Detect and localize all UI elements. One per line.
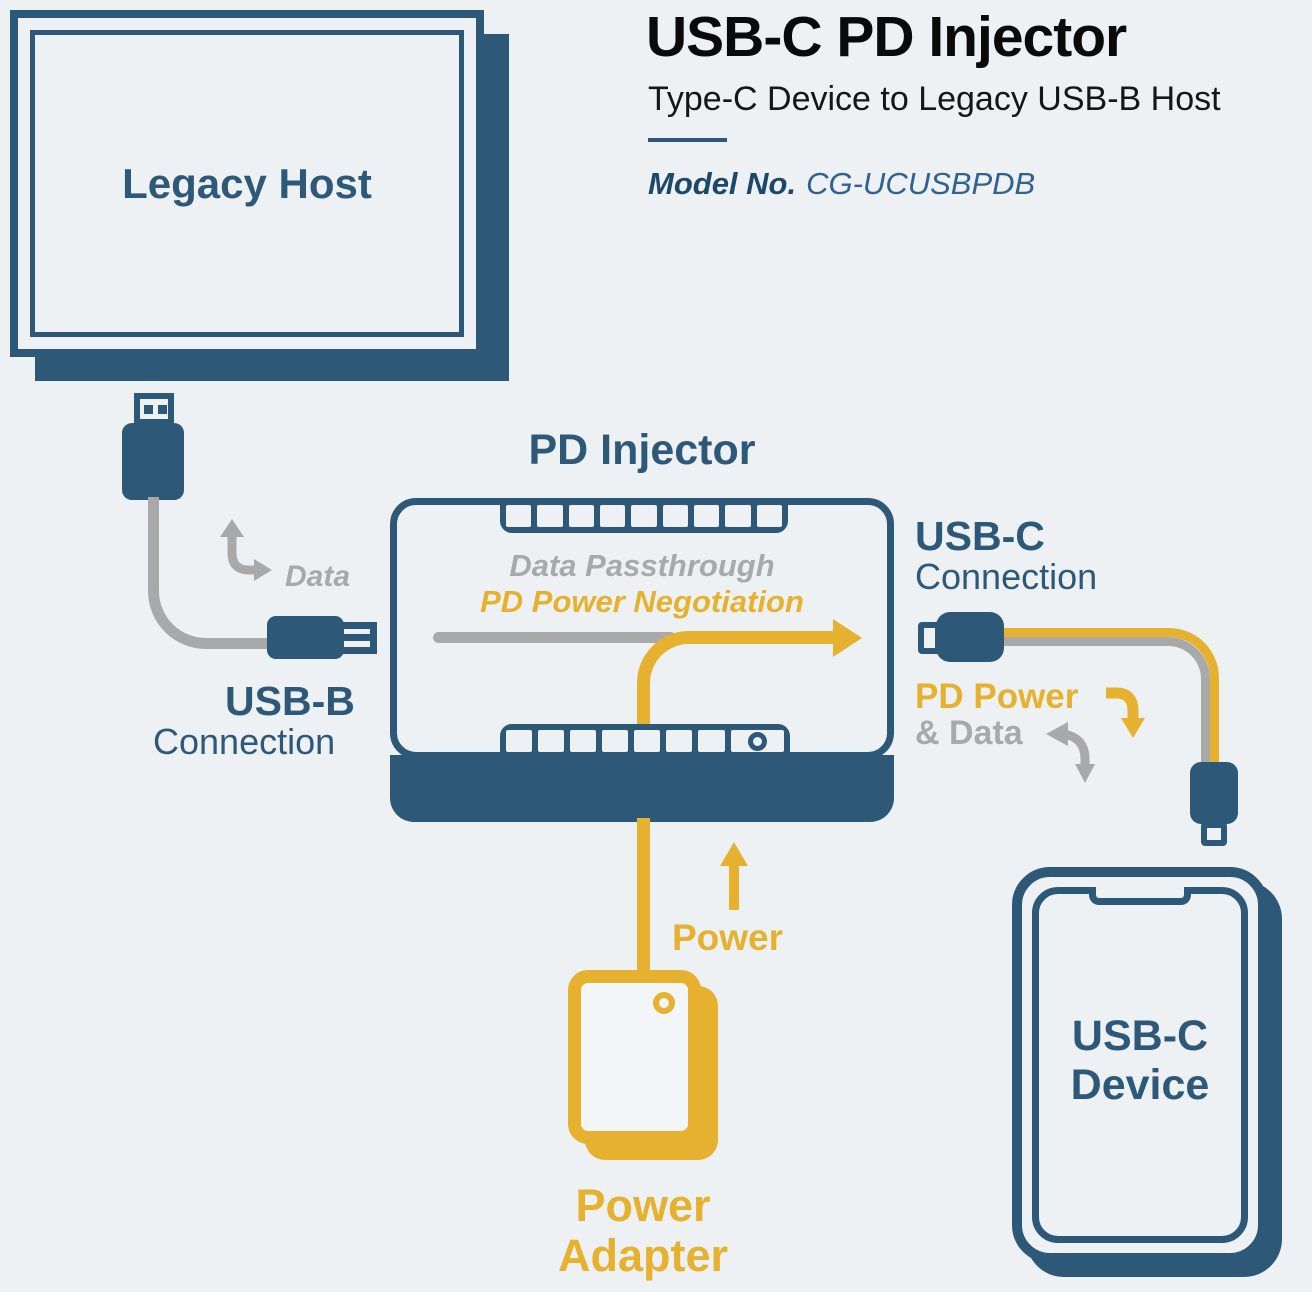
data-bidirectional-arrow-icon [220,519,272,581]
legacy-host-label: Legacy Host [122,159,372,207]
port-cell [693,505,720,527]
usb-b-plug-icon [267,616,344,659]
data-label: Data [285,560,351,593]
pd-injector-base [390,755,894,822]
power-adapter-label: Power Adapter [500,1181,786,1281]
header-divider [648,138,727,142]
model-number-line: Model No. CG-UCUSBPDB [648,166,1035,202]
port-cell-wide [730,730,784,752]
power-up-arrowhead [720,842,748,866]
pd-power-negotiation-label: PD Power Negotiation [480,584,804,619]
power-cable [637,818,650,973]
usb-b-pin-cap [370,622,377,654]
power-label: Power [672,917,784,958]
port-cell [634,730,661,752]
port-cell [538,730,565,752]
usb-c-connection-title: USB-C [915,513,1045,559]
usb-b-connection-title: USB-B [225,678,355,724]
data-passthrough-label: Data Passthrough [509,548,775,583]
usb-b-pin [341,622,372,629]
top-port-strip [500,498,788,533]
phone-notch [1089,887,1191,905]
usb-b-connection-subtitle: Connection [153,721,336,762]
usb-c-device-label-line1: USB-C [1071,1012,1209,1060]
monitor-icon: Legacy Host [10,10,484,357]
data-passthrough-line [433,632,676,643]
usb-b-plug-pins [341,622,377,654]
bottom-port-strip [500,724,790,758]
page-title: USB-C PD Injector [646,5,1127,69]
usb-c-cable-data-strand [1003,637,1210,764]
usb-b-cable [148,497,278,649]
port-cell [602,730,629,752]
power-adapter-icon [568,970,701,1144]
usb-c-plug-body [936,612,1004,662]
port-cell [537,505,563,527]
power-down-arrow-icon [1106,687,1145,738]
data-bidirectional-arrow-icon [1046,722,1095,783]
model-number-label: Model No. [648,166,797,201]
usb-c-plug-tip [1201,822,1227,846]
usb-c-device-label-line2: Device [1070,1061,1210,1109]
and-data-label: & Data [915,714,1023,752]
pd-power-label: PD Power [915,677,1079,716]
monitor-screen: Legacy Host [30,30,464,337]
port-cell [666,730,693,752]
adapter-indicator-hole [653,992,675,1014]
page-subtitle: Type-C Device to Legacy USB-B Host [648,80,1221,118]
port-cell [570,730,597,752]
port-cell [631,505,657,527]
usb-c-plug-icon [1190,762,1238,824]
phone-screen [1032,887,1248,1243]
power-up-arrow-icon [729,862,739,910]
power-adapter-label-line2: Adapter [557,1230,729,1281]
port-cell [756,505,782,527]
port-cell [568,505,594,527]
screw-hole-icon [747,731,767,751]
phone-icon [1012,867,1268,1263]
port-cell [506,730,533,752]
power-negotiation-arrow [637,631,836,725]
usb-c-device-label: USB-C Device [1012,1012,1268,1110]
usb-c-cable-power-strand [1003,628,1219,764]
port-cell [662,505,688,527]
power-adapter-label-line1: Power [575,1180,711,1231]
model-number-value: CG-UCUSBPDB [806,166,1036,201]
usb-b-pin [341,647,372,654]
usb-b-pin [341,634,372,641]
pd-injector-title: PD Injector [528,426,756,474]
power-negotiation-arrowhead [833,619,862,657]
usb-a-plug-icon [134,393,174,425]
usb-c-connection-subtitle: Connection [915,556,1098,597]
port-cell [725,505,751,527]
usb-a-plug-body [122,423,184,500]
port-cell [698,730,725,752]
port-cell [506,505,532,527]
port-cell [599,505,626,527]
usb-a-pin [158,405,167,414]
usb-a-pin [144,405,153,414]
